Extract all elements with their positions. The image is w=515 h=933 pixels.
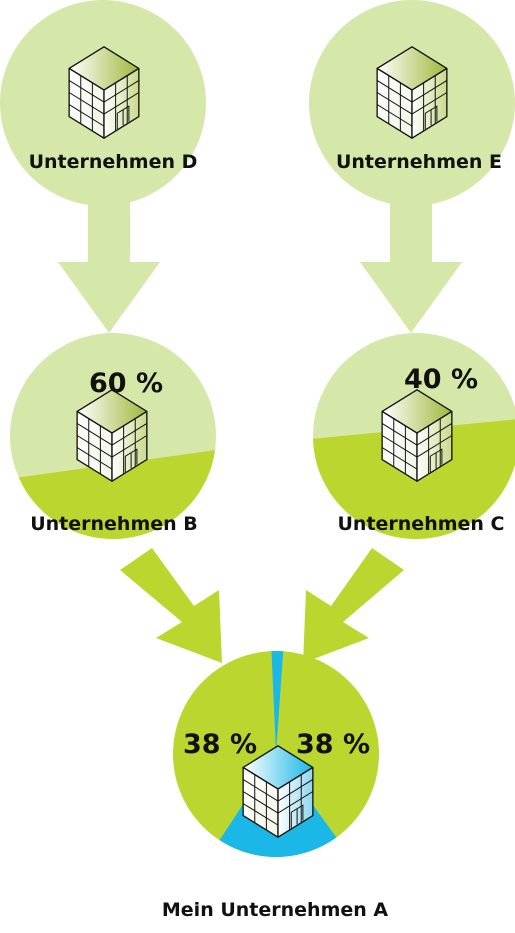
node-unternehmen-e: Unternehmen E [309, 0, 515, 206]
node-label: Unternehmen D [29, 151, 198, 173]
node-label: Unternehmen B [30, 513, 198, 535]
arrow-down-icon [360, 185, 462, 333]
node-mein-unternehmen-a: 38 % 38 % [173, 651, 379, 857]
target-title: Mein Unternehmen A [162, 899, 389, 921]
share-label: 40 % [404, 364, 478, 395]
node-unternehmen-c: 40 % Unternehmen C [313, 333, 515, 539]
share-label-right: 38 % [296, 729, 370, 760]
node-unternehmen-b: 60 % Unternehmen B [10, 333, 216, 539]
arrow-down-icon [120, 548, 222, 663]
share-label: 60 % [89, 368, 163, 399]
arrow-down-icon [58, 185, 160, 333]
arrow-down-icon [303, 548, 404, 663]
node-unternehmen-d: Unternehmen D [0, 0, 206, 206]
share-label-left: 38 % [183, 729, 257, 760]
node-label: Unternehmen E [336, 151, 502, 173]
node-label: Unternehmen C [337, 513, 504, 535]
